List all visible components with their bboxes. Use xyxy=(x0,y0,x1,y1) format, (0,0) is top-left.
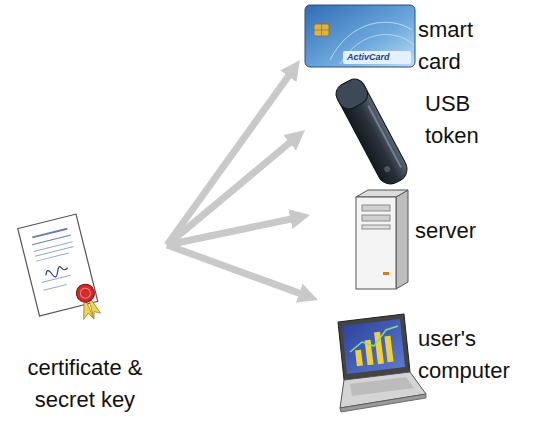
icon-node: smart card xyxy=(300,2,540,82)
card-brand: ActivCard xyxy=(347,52,390,63)
laptop-icon xyxy=(338,314,426,412)
usb-token-icon xyxy=(332,76,411,189)
node-label: certificate & secret key xyxy=(5,352,165,416)
arrow-connector xyxy=(167,217,298,245)
node-label: server xyxy=(415,215,525,247)
server-icon xyxy=(356,190,408,289)
smart-card-icon xyxy=(305,5,415,67)
icon-node: server xyxy=(310,195,537,295)
node-label: smart card xyxy=(418,14,498,78)
arrow-connector xyxy=(167,245,307,296)
node-label: USB token xyxy=(425,88,497,152)
icon-node: USB token xyxy=(305,80,537,190)
icon-node: user's computer xyxy=(318,295,540,419)
node-label: user's computer xyxy=(418,323,528,387)
certificate-icon xyxy=(18,214,102,331)
icon-node: certificate & secret key xyxy=(5,212,167,418)
